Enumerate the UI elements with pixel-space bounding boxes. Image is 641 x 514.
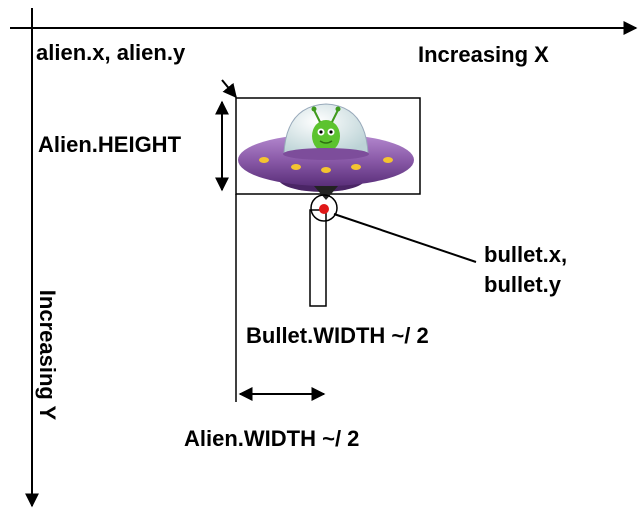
bullet-half-width-label: Bullet.WIDTH ~/ 2 bbox=[246, 323, 429, 348]
bullet-origin-label-line2: bullet.y bbox=[484, 272, 562, 297]
alien-origin-pointer bbox=[221, 79, 237, 99]
bullet-body bbox=[309, 209, 327, 307]
increasing-x-label: Increasing X bbox=[418, 42, 549, 67]
alien-origin-label: alien.x, alien.y bbox=[36, 40, 186, 65]
bullet-origin-pointer bbox=[333, 213, 477, 263]
alien-half-width-label: Alien.WIDTH ~/ 2 bbox=[184, 426, 360, 451]
ufo-icon bbox=[238, 103, 414, 200]
increasing-y-label: Increasing Y bbox=[35, 289, 61, 421]
bullet-tip-highlight bbox=[310, 194, 338, 222]
bullet-origin-label-line1: bullet.x, bbox=[484, 242, 568, 267]
alien-height-label: Alien.HEIGHT bbox=[38, 132, 182, 157]
bullet-tip bbox=[319, 204, 329, 214]
